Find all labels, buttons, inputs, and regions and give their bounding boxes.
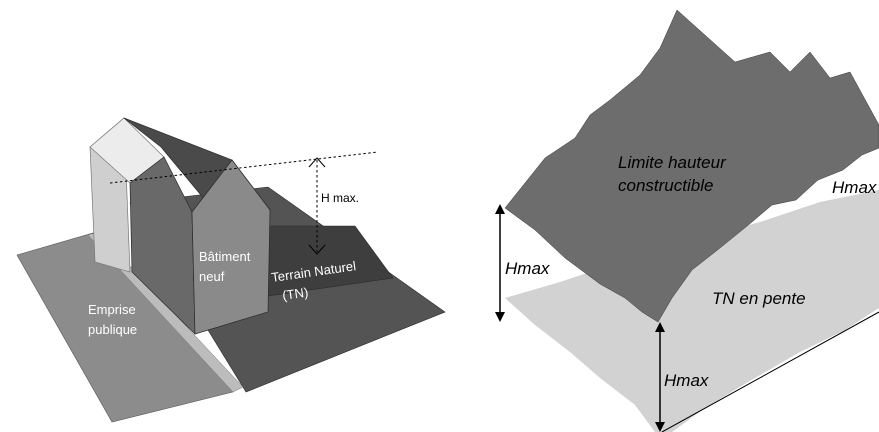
batiment-label-line1: Bâtiment bbox=[199, 249, 251, 264]
height-limit-plane bbox=[504, 9, 879, 323]
hmax-label: H max. bbox=[321, 191, 359, 205]
terrain-label-line2: (TN) bbox=[281, 284, 309, 302]
emprise-label-line1: Emprise bbox=[88, 302, 136, 317]
hmax-bottom-arrow-down-icon bbox=[655, 422, 665, 432]
limite-label-line2: constructible bbox=[618, 176, 713, 195]
tn-label: TN en pente bbox=[712, 289, 806, 308]
batiment-label-line2: neuf bbox=[199, 269, 225, 284]
limite-label-line1: Limite hauteur bbox=[618, 153, 727, 172]
emprise-label-line2: publique bbox=[88, 322, 137, 337]
new-building-gable bbox=[191, 159, 271, 335]
hmax-left-label: Hmax bbox=[505, 259, 550, 278]
slope-bottom-edge bbox=[661, 311, 879, 432]
hmax-left-arrow-down-icon bbox=[495, 312, 505, 322]
left-panel: H max. Bâtiment neuf Terrain Naturel (TN… bbox=[16, 117, 446, 423]
tn-slope-plane bbox=[505, 190, 879, 432]
hmax-left-arrow-up-icon bbox=[495, 204, 505, 214]
hmax-arrow-down-icon bbox=[308, 244, 326, 255]
hmax-bottom-arrow-up-icon bbox=[655, 322, 665, 332]
hmax-right-label: Hmax bbox=[832, 178, 877, 197]
hmax-bottom-label: Hmax bbox=[664, 371, 709, 390]
right-panel: Limite hauteur constructible Hmax Hmax T… bbox=[495, 9, 879, 432]
hmax-arrow-up-icon bbox=[308, 157, 326, 168]
